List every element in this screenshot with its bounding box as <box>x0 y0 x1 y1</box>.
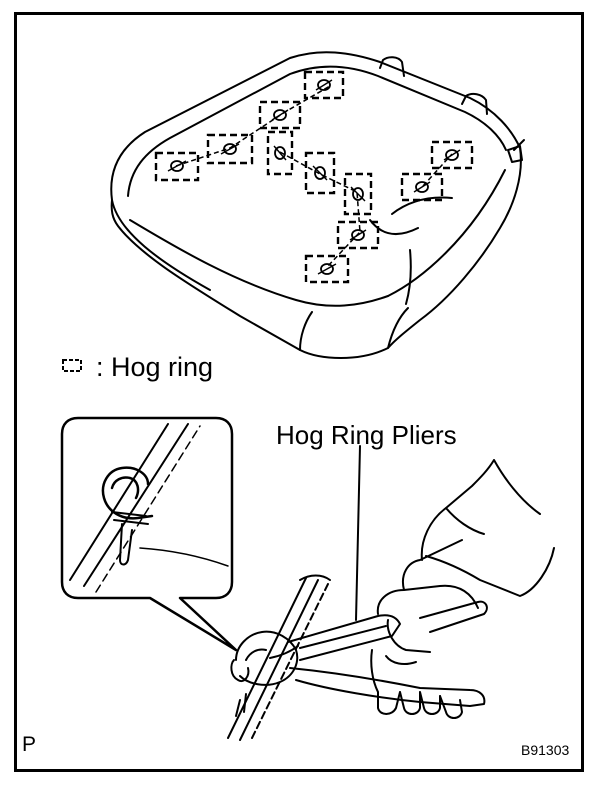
inset-ring-tail <box>119 523 133 566</box>
inset-wire-3 <box>95 425 201 593</box>
hog-ring-marker <box>303 70 345 100</box>
pliers-illustration <box>227 445 555 741</box>
pliers-jaw <box>235 630 299 686</box>
pliers-grip-extension <box>419 600 488 633</box>
pliers-ring-end <box>230 659 250 682</box>
frame-wire-2 <box>239 579 319 741</box>
cushion-front-lip <box>299 307 409 351</box>
hog-ring-markers <box>154 70 474 284</box>
figure-code: B91303 <box>521 742 570 758</box>
inset-wire-2 <box>83 423 189 587</box>
hog-ring-marker <box>430 140 474 170</box>
corner-mark: P <box>22 733 37 756</box>
inset-fabric-line <box>139 547 229 567</box>
back-tab-right <box>461 92 488 115</box>
hog-ring-marker <box>304 151 336 195</box>
back-tab-left <box>379 56 405 77</box>
sleeve-outline <box>420 459 555 597</box>
inset-callout-box <box>60 416 238 652</box>
cushion-top-edge <box>127 65 507 197</box>
cushion-seam-front <box>129 219 389 307</box>
hog-ring-legend-icon <box>62 359 82 372</box>
cushion-left-bolster <box>111 199 211 291</box>
cushion-outline <box>110 51 522 359</box>
detail-inset <box>60 416 238 652</box>
cushion-inner-bolster <box>391 196 453 215</box>
frame-wire-1 <box>227 577 307 739</box>
legend-label: : Hog ring <box>96 352 214 382</box>
cushion-seam-mid <box>369 219 419 236</box>
inset-hog-ring <box>101 466 154 520</box>
leader-line <box>355 445 361 621</box>
hand-outline <box>370 539 479 715</box>
hog-ring-marker <box>400 172 444 202</box>
figure-frame <box>14 12 584 772</box>
hog-ring-marker <box>206 133 254 165</box>
inset-wire-1 <box>69 423 169 581</box>
seat-cushion <box>110 51 525 359</box>
cushion-curve <box>405 249 412 305</box>
hog-ring-marker <box>336 220 380 250</box>
hog-ring-marker <box>304 254 350 284</box>
cushion-seam-right <box>387 169 506 297</box>
hog-ring-marker <box>258 100 302 130</box>
hog-ring-marker <box>154 151 200 182</box>
frame-wire-3 <box>251 583 329 739</box>
hog-ring-marker <box>343 172 373 216</box>
pliers-upper-handle <box>287 614 401 661</box>
pliers-lower-handle <box>289 667 486 707</box>
hog-ring-marker <box>266 130 294 176</box>
pliers-label: Hog Ring Pliers <box>276 420 457 450</box>
